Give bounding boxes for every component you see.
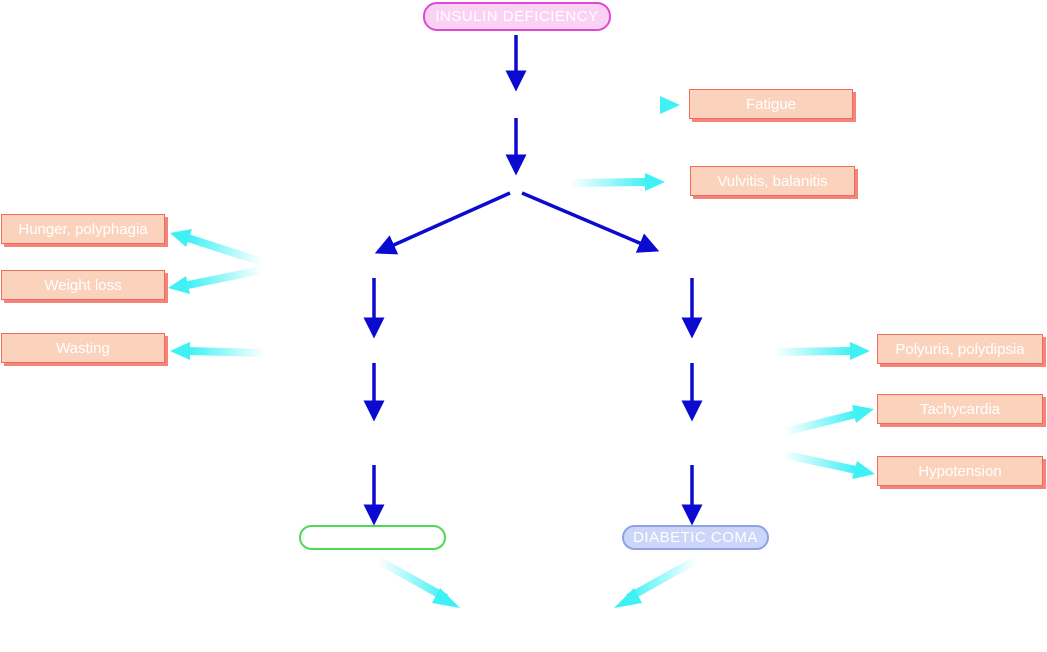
symptom-arrow-hypotension [781, 450, 875, 479]
symptom-tachycardia: Tachycardia [877, 394, 1043, 424]
symptom-hypotension: Hypotension [877, 456, 1043, 486]
symptom-arrow-fatigue [585, 96, 680, 114]
symptom-weight-loss: Weight loss [1, 270, 165, 300]
symptom-arrow-wasting [170, 342, 266, 360]
outcome-arrow-right [614, 556, 698, 608]
symptom-fatigue: Fatigue [689, 89, 853, 119]
symptom-polyuria-polydipsia: Polyuria, polydipsia [877, 334, 1043, 364]
symptom-arrow-tachycardia [783, 405, 874, 436]
flow-arrow-branch-left [374, 191, 511, 255]
diabetic-coma-node: DIABETIC COMA [622, 525, 769, 550]
symptom-hunger-polyphagia: Hunger, polyphagia [1, 214, 165, 244]
insulin-deficiency-node: INSULIN DEFICIENCY [423, 2, 611, 31]
symptom-arrow-polyuria [773, 342, 870, 360]
symptom-arrow-vulvitis [569, 173, 665, 191]
outcome-arrow-left [376, 556, 460, 608]
symptom-wasting: Wasting [1, 333, 165, 363]
ketoacidosis-node: KETOACIDOSIS [299, 525, 446, 550]
symptom-arrow-hunger [170, 229, 264, 266]
symptom-vulvitis-balanitis: Vulvitis, balanitis [690, 166, 855, 196]
symptom-arrow-weight-loss [168, 266, 263, 294]
flow-arrow-branch-right [521, 191, 660, 253]
